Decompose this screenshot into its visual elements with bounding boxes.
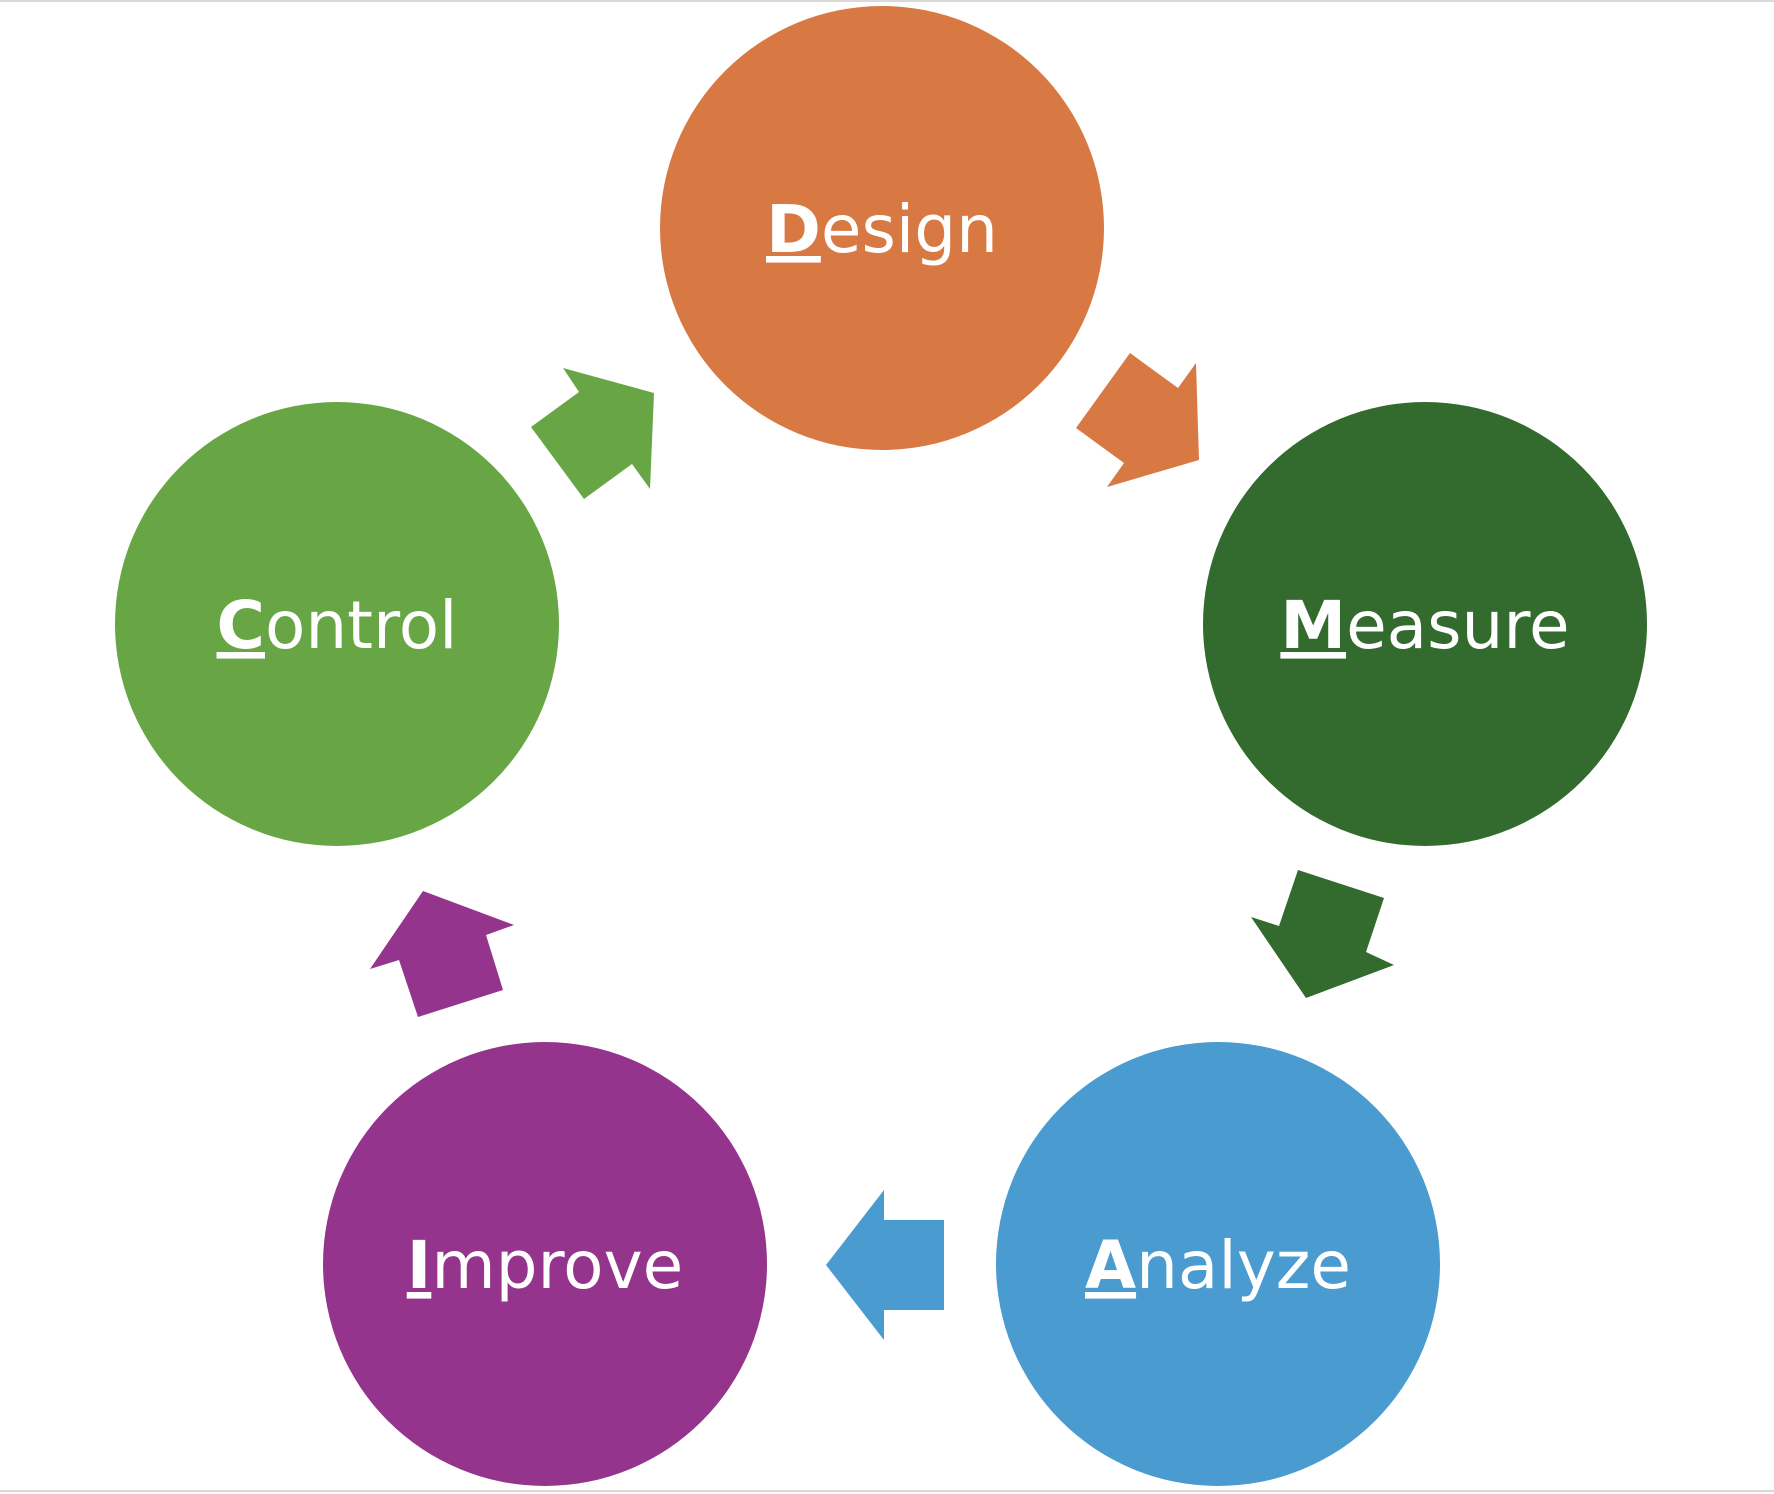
step-measure-circle xyxy=(1203,402,1647,846)
step-measure-rest: easure xyxy=(1346,587,1570,664)
arrow-design-to-measure-icon xyxy=(1076,353,1199,487)
step-measure: Measure xyxy=(1203,402,1647,846)
step-analyze-rest: nalyze xyxy=(1136,1227,1351,1304)
step-analyze: Analyze xyxy=(996,1042,1440,1486)
step-measure-label: Measure xyxy=(1280,587,1569,664)
step-analyze-initial: A xyxy=(1085,1227,1136,1304)
arrow-improve-to-control-icon xyxy=(370,891,514,1017)
step-measure-initial: M xyxy=(1280,587,1346,664)
step-control-rest: ontrol xyxy=(265,587,458,664)
step-design-rest: esign xyxy=(821,191,998,268)
step-improve-initial: I xyxy=(407,1227,432,1304)
step-improve-rest: mprove xyxy=(431,1227,683,1304)
arrow-measure-to-analyze-icon xyxy=(1251,870,1394,998)
step-control-label: Control xyxy=(217,587,458,664)
arrow-analyze-to-improve-icon xyxy=(826,1190,944,1340)
step-improve: Improve xyxy=(323,1042,767,1486)
step-analyze-circle xyxy=(996,1042,1440,1486)
step-design-label: Design xyxy=(766,191,998,268)
step-control-circle xyxy=(115,402,559,846)
step-design-circle xyxy=(660,6,1104,450)
step-analyze-label: Analyze xyxy=(1085,1227,1351,1304)
step-control-initial: C xyxy=(217,587,265,664)
step-design-initial: D xyxy=(766,191,821,268)
step-improve-label: Improve xyxy=(407,1227,683,1304)
step-design: Design xyxy=(660,6,1104,450)
step-control: Control xyxy=(115,402,559,846)
step-improve-circle xyxy=(323,1042,767,1486)
arrow-control-to-design-icon xyxy=(531,368,654,499)
